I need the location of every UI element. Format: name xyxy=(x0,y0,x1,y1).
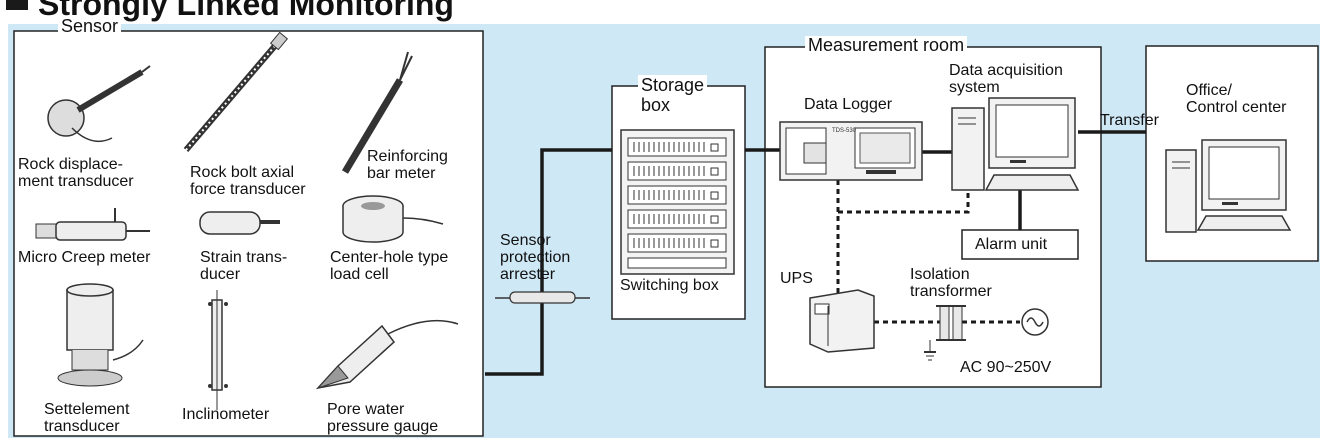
micro-creep-label: Micro Creep meter xyxy=(18,249,151,266)
measurement-room-title: Measurement room xyxy=(805,36,968,54)
reinforcing-bar-icon xyxy=(341,51,413,174)
arrester-line-1: Sensor xyxy=(500,232,551,249)
office-computer-icon xyxy=(1165,139,1292,233)
isolation-transformer-label: Isolation transformer xyxy=(910,266,992,300)
settlement-line-2: transducer xyxy=(44,418,120,435)
office-label: Office/ Control center xyxy=(1186,82,1287,116)
ac-source-icon xyxy=(1021,308,1049,336)
arrester-label: Sensor protection arrester xyxy=(500,232,570,283)
arrester-line-3: arrester xyxy=(500,266,556,283)
strain-transducer-icon xyxy=(199,211,280,235)
isolation-line-2: transformer xyxy=(910,283,992,300)
rock-displacement-line-1: Rock displace- xyxy=(18,156,123,173)
reinforcing-bar-line-2: bar meter xyxy=(367,165,436,182)
storage-title-line-2: box xyxy=(641,95,671,115)
load-cell-icon xyxy=(342,195,444,243)
heading-marker xyxy=(6,0,28,10)
strain-line-1: Strain trans- xyxy=(200,249,288,266)
office-line-2: Control center xyxy=(1186,99,1287,116)
inclinometer-label: Inclinometer xyxy=(182,406,270,423)
pore-water-line-1: Pore water xyxy=(327,401,405,418)
micro-creep-icon xyxy=(35,208,150,241)
data-logger-label: Data Logger xyxy=(804,96,893,113)
reinforcing-bar-line-1: Reinforcing xyxy=(367,148,448,165)
isolation-transformer-icon xyxy=(924,305,966,361)
office-line-1: Office/ xyxy=(1186,82,1232,99)
strain-line-2: ducer xyxy=(200,266,241,283)
rock-displacement-line-2: ment transducer xyxy=(18,173,134,190)
alarm-unit-label: Alarm unit xyxy=(975,236,1048,253)
page-title: Strongly Linked Monitoring xyxy=(38,0,454,22)
rock-displacement-icon xyxy=(47,65,151,143)
sensor-box-title: Sensor xyxy=(58,17,122,35)
strain-label: Strain trans- ducer xyxy=(200,249,287,283)
arrester-line-2: protection xyxy=(500,249,571,266)
pore-water-icon xyxy=(315,319,459,390)
data-logger-icon xyxy=(779,121,923,181)
storage-title-line-1: Storage xyxy=(641,75,705,95)
load-cell-label: Center-hole type load cell xyxy=(330,249,448,283)
heading-bar: Strongly Linked Monitoring xyxy=(0,0,1326,24)
rock-bolt-label: Rock bolt axial force transducer xyxy=(190,164,306,198)
storage-box-title: Storage box xyxy=(638,75,708,115)
daq-line-1: Data acquisition xyxy=(949,62,1063,79)
power-lines xyxy=(836,180,1020,324)
settlement-icon xyxy=(57,283,144,387)
inclinometer-icon xyxy=(208,290,228,410)
isolation-line-1: Isolation xyxy=(910,266,970,283)
rock-bolt-line-2: force transducer xyxy=(190,181,306,198)
load-cell-line-1: Center-hole type xyxy=(330,249,449,266)
switching-box-icon xyxy=(620,129,735,275)
alarm-unit-box xyxy=(961,229,1079,260)
switching-box-label: Switching box xyxy=(620,277,719,294)
settlement-label: Settelement transducer xyxy=(44,401,129,435)
arrester-icon xyxy=(495,291,590,304)
ac-voltage-label: AC 90~250V xyxy=(960,359,1052,376)
ups-icon xyxy=(809,289,875,353)
daq-computer-icon xyxy=(951,97,1080,191)
settlement-line-1: Settelement xyxy=(44,401,130,418)
reinforcing-bar-label: Reinforcing bar meter xyxy=(367,148,448,182)
rock-bolt-icon xyxy=(183,31,289,152)
connection-lines xyxy=(485,130,1146,376)
pore-water-label: Pore water pressure gauge xyxy=(327,401,438,435)
load-cell-line-2: load cell xyxy=(330,266,389,283)
rock-displacement-label: Rock displace- ment transducer xyxy=(18,156,134,190)
logger-model-text: TDS-530 xyxy=(832,128,857,134)
pore-water-line-2: pressure gauge xyxy=(327,418,439,435)
rock-bolt-line-1: Rock bolt axial xyxy=(190,164,295,181)
daq-line-2: system xyxy=(949,79,1000,96)
ups-label: UPS xyxy=(780,270,813,287)
daq-label: Data acquisition system xyxy=(949,62,1063,96)
transfer-label: Transfer xyxy=(1100,112,1159,129)
